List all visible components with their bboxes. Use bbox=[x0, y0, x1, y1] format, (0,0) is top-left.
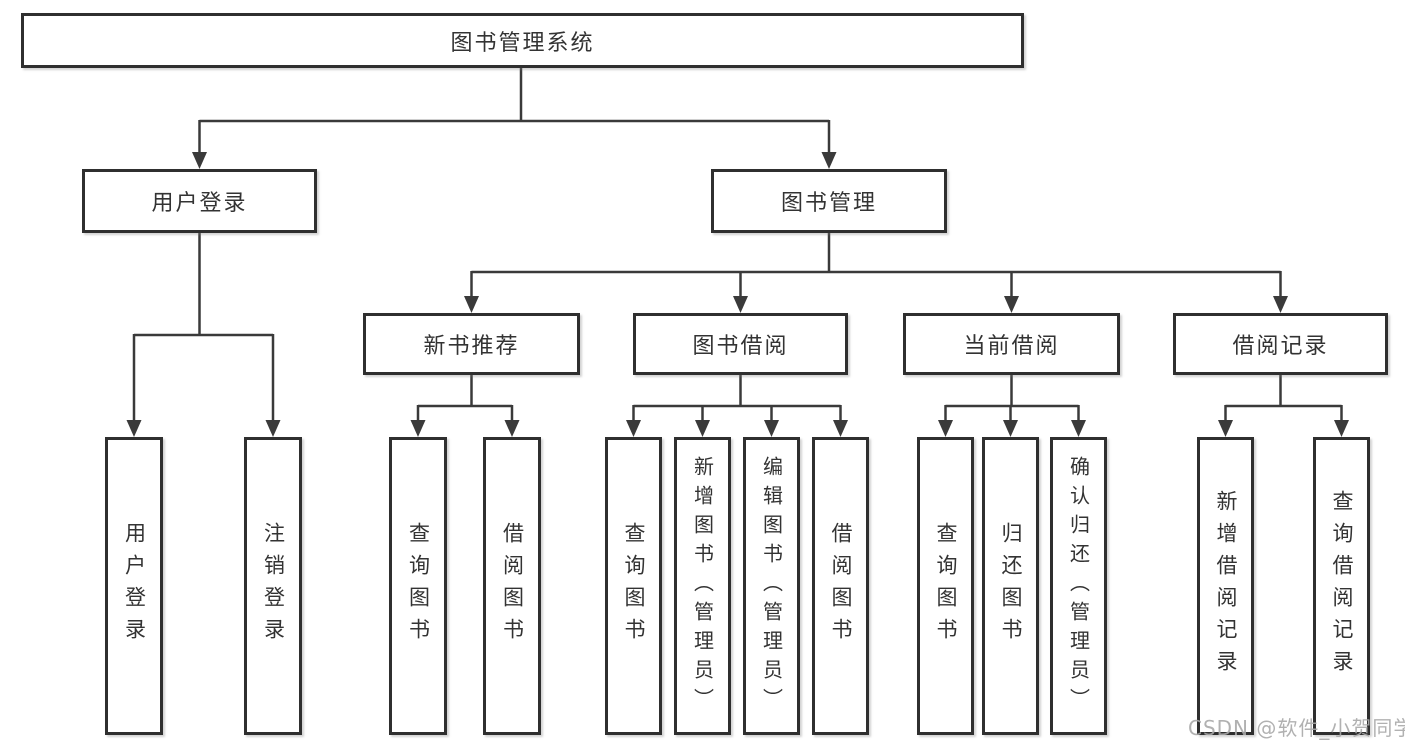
node-book-borrowing: 图书借阅 bbox=[633, 313, 848, 375]
leaf-query-books-3-label: 查询图书 bbox=[934, 522, 958, 650]
leaf-logout-label: 注销登录 bbox=[261, 522, 286, 650]
leaf-confirm-return-admin-label: 确认归还（管理员） bbox=[1066, 455, 1091, 717]
arrowhead-icon bbox=[626, 420, 641, 437]
arrowhead-icon bbox=[126, 420, 142, 437]
leaf-borrow-books-label: 借阅图书 bbox=[500, 522, 525, 650]
leaf-query-books-2-label: 查询图书 bbox=[622, 522, 646, 650]
leaf-query-books-2: 查询图书 bbox=[605, 437, 662, 735]
node-library-management-system: 图书管理系统 bbox=[21, 13, 1024, 68]
arrowhead-icon bbox=[192, 152, 207, 169]
arrowhead-icon bbox=[833, 420, 848, 437]
leaf-query-books-3: 查询图书 bbox=[917, 437, 974, 735]
arrowhead-icon bbox=[821, 152, 837, 169]
arrowhead-icon bbox=[265, 420, 281, 437]
arrowhead-icon bbox=[410, 420, 426, 437]
leaf-query-books: 查询图书 bbox=[389, 437, 447, 735]
leaf-confirm-return-admin: 确认归还（管理员） bbox=[1050, 437, 1107, 735]
leaf-add-borrow-record-label: 新增借阅记录 bbox=[1214, 490, 1238, 682]
leaf-borrow-books-2: 借阅图书 bbox=[812, 437, 869, 735]
node-book-management: 图书管理 bbox=[711, 169, 947, 233]
leaf-add-books-admin-label: 新增图书（管理员） bbox=[690, 455, 715, 717]
arrowhead-icon bbox=[1273, 296, 1288, 313]
leaf-user-login-label: 用户登录 bbox=[122, 522, 147, 650]
arrowhead-icon bbox=[938, 420, 953, 437]
leaf-edit-books-admin-label: 编辑图书（管理员） bbox=[759, 455, 784, 717]
node-current-borrowing: 当前借阅 bbox=[903, 313, 1120, 375]
leaf-add-borrow-record: 新增借阅记录 bbox=[1197, 437, 1254, 735]
arrowhead-icon bbox=[1334, 420, 1349, 437]
leaf-borrow-books-2-label: 借阅图书 bbox=[829, 522, 853, 650]
leaf-return-books-label: 归还图书 bbox=[999, 522, 1023, 650]
leaf-return-books: 归还图书 bbox=[982, 437, 1039, 735]
arrowhead-icon bbox=[695, 420, 710, 437]
leaf-query-books-label: 查询图书 bbox=[406, 522, 431, 650]
leaf-query-borrow-record-label: 查询借阅记录 bbox=[1330, 490, 1354, 682]
node-borrowing-records: 借阅记录 bbox=[1173, 313, 1388, 375]
arrowhead-icon bbox=[1004, 296, 1019, 313]
leaf-query-borrow-record: 查询借阅记录 bbox=[1313, 437, 1370, 735]
arrowhead-icon bbox=[764, 420, 779, 437]
leaf-edit-books-admin: 编辑图书（管理员） bbox=[743, 437, 800, 735]
arrowhead-icon bbox=[1071, 420, 1086, 437]
node-user-login: 用户登录 bbox=[82, 169, 317, 233]
arrowhead-icon bbox=[464, 296, 479, 313]
arrowhead-icon bbox=[1218, 420, 1233, 437]
arrowhead-icon bbox=[733, 296, 748, 313]
node-new-book-recommendation: 新书推荐 bbox=[363, 313, 580, 375]
arrowhead-icon bbox=[1003, 420, 1018, 437]
arrowhead-icon bbox=[504, 420, 520, 437]
leaf-logout: 注销登录 bbox=[244, 437, 302, 735]
leaf-user-login: 用户登录 bbox=[105, 437, 163, 735]
leaf-borrow-books: 借阅图书 bbox=[483, 437, 541, 735]
leaf-add-books-admin: 新增图书（管理员） bbox=[674, 437, 731, 735]
